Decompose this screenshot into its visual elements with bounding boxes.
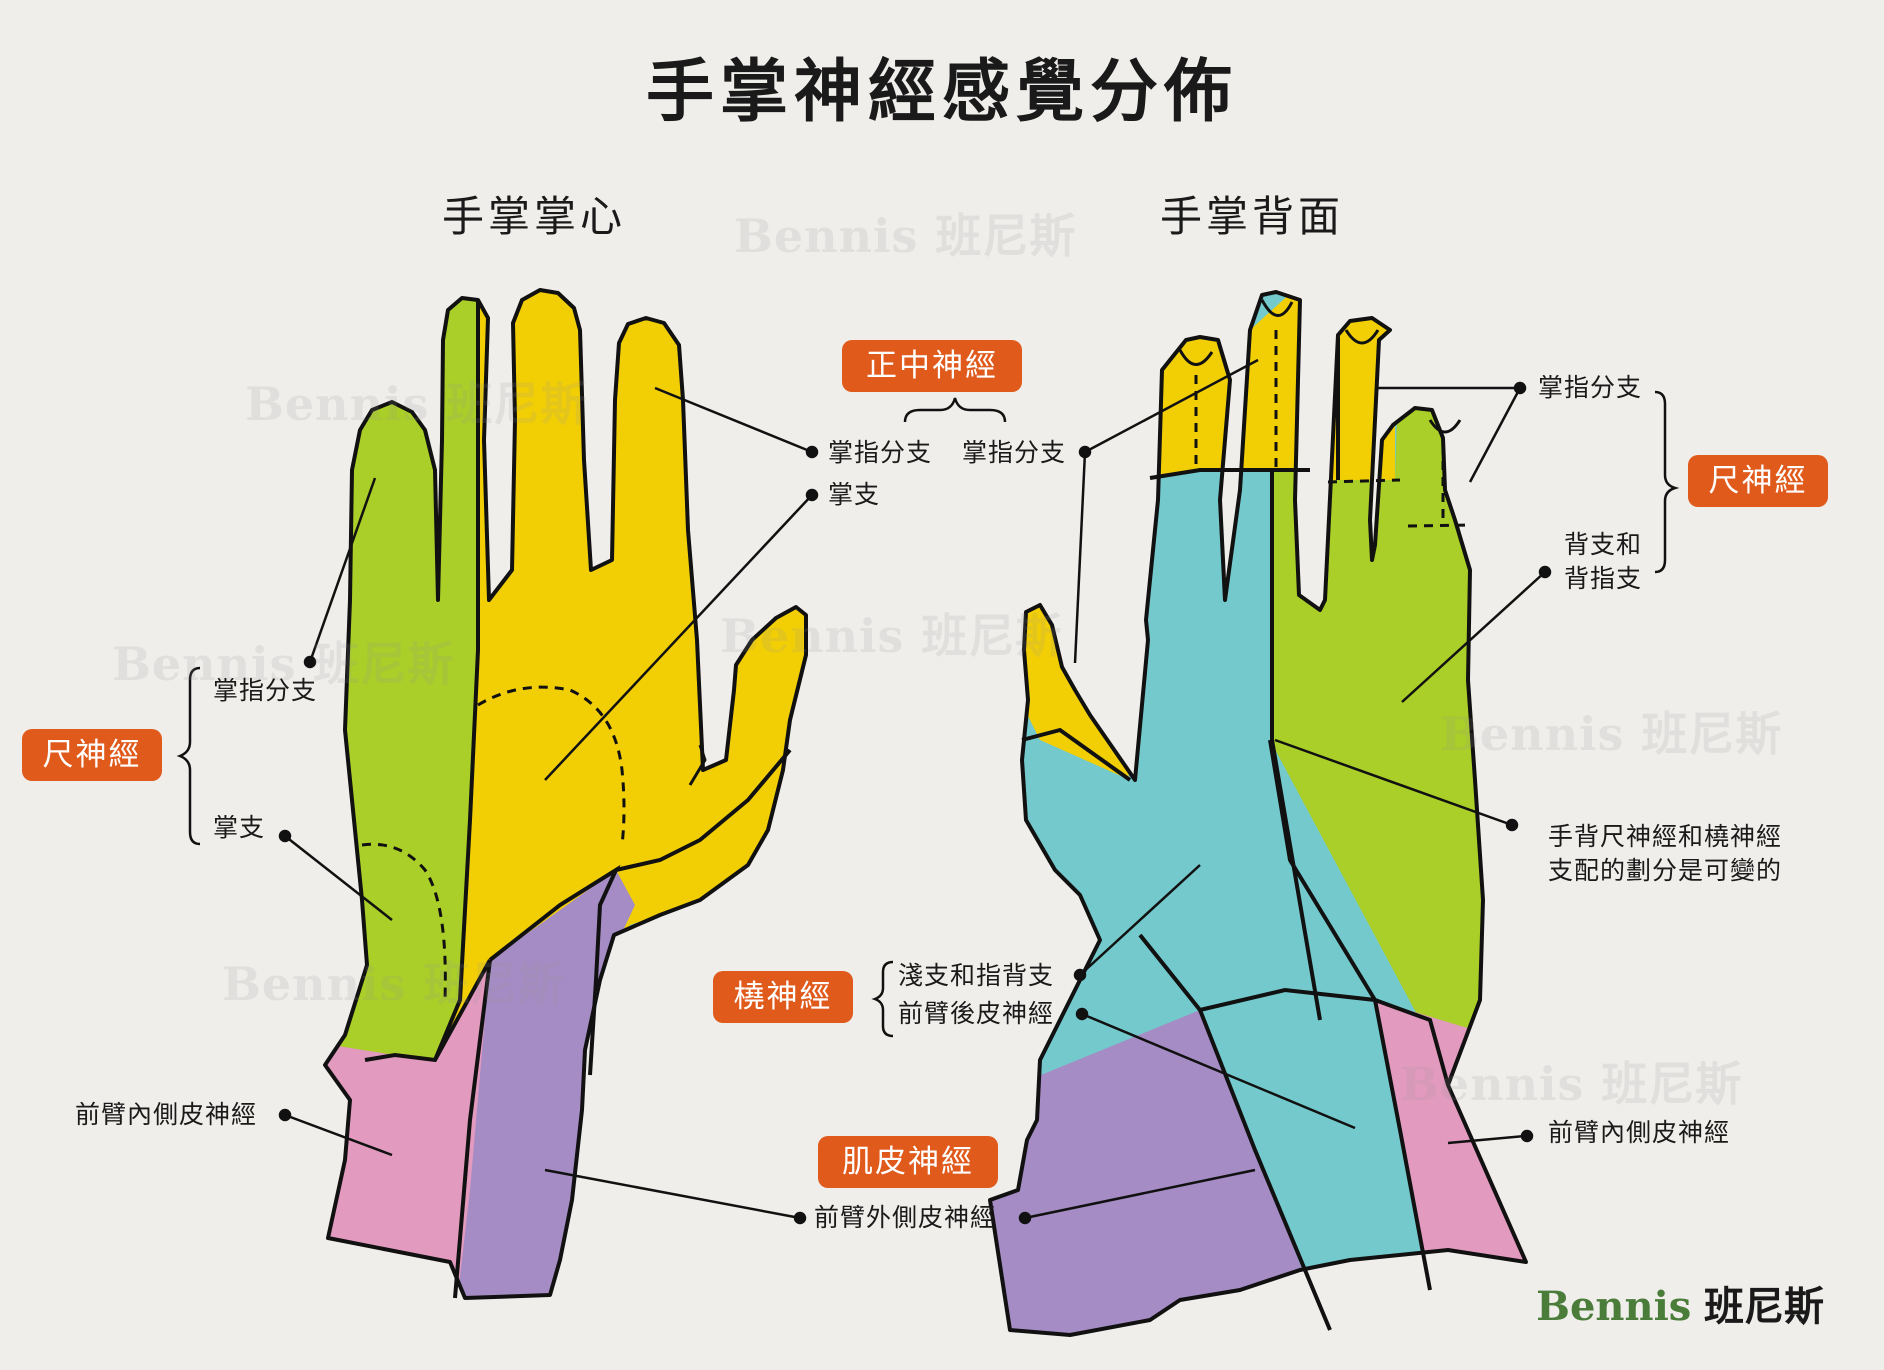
label-radial-posterior: 前臂後皮神經 [898,999,1055,1028]
watermark: Bennis 班尼斯 [222,957,565,1011]
dorsum-index-tip-border [1149,468,1240,480]
leader-medial-cutaneous-left [284,1113,393,1157]
leader-lateral-cutaneous-left [544,1168,801,1220]
leader-lines [278,358,1552,1225]
label-ulnar-dorsal-2: 背指支 [1564,564,1643,593]
leader-median-thumb-right [1073,451,1087,664]
dorsum-forearm-divider-a [1198,1009,1332,1331]
leader-variable [1274,738,1513,827]
leader-ulnar-dorsal [1401,571,1546,703]
dorsum-forearm-border [1138,933,1450,1086]
leader-ulnar-palmar-left [284,835,393,921]
label-ulnar-digital-left: 掌指分支 [213,676,318,705]
palm-median-palmar-zone [477,685,626,846]
badge-radial-nerve: 橈神經 [713,971,853,1023]
dorsum-posterior-cutaneous-region [1200,990,1430,1320]
dot-lateral-cutaneous-left [793,1211,807,1225]
watermark: Bennis 班尼斯 [112,637,455,691]
leader-ulnar-digital-right-b [1468,387,1522,483]
page-title: 手掌神經感覺分佈 [645,53,1238,132]
palm-outline [323,288,808,1300]
leader-medial-cutaneous-right [1447,1134,1526,1145]
dot-medial-cutaneous-right [1520,1129,1534,1143]
palm-ulnar-median-border [433,300,480,1061]
badge-ulnar-nerve-left: 尺神經 [22,729,162,781]
leader-lateral-cutaneous-right [1024,1168,1256,1220]
median-bracket [903,397,1007,423]
logo-cjk: 班尼斯 [1704,1284,1824,1330]
dot-radial-posterior [1075,1007,1089,1021]
label-median-digital-left: 掌指分支 [828,438,933,467]
dorsum-forearm-divider-b [1373,999,1432,1291]
dorsum-outline [988,290,1528,1337]
label-ulnar-digital-right: 掌指分支 [1538,373,1643,402]
dot-median-digital-left [805,445,819,459]
leader-radial-superficial [1079,864,1201,976]
watermark: Bennis 班尼斯 [734,209,1077,263]
dot-radial-superficial [1073,968,1087,982]
dot-ulnar-digital-right [1513,381,1527,395]
palm-lateral-cutaneous-region [455,870,635,1298]
watermark: Bennis 班尼斯 [1440,707,1783,761]
badge-musculocutaneous-nerve: 肌皮神經 [818,1136,998,1188]
dorsum-index-nail [1178,349,1214,366]
label-variable-2: 支配的劃分是可變的 [1548,856,1783,885]
dorsum-middle-nail [1260,299,1294,317]
dot-ulnar-digital-left [303,655,317,669]
brackets [176,390,1680,1038]
ulnar-right-bracket [1654,390,1680,574]
dorsum-little-dashed [1407,523,1471,528]
dorsum-thumb-tip-border [1021,727,1132,782]
label-median-digital-right: 掌指分支 [962,438,1067,467]
label-medial-cutaneous-left: 前臂內側皮神經 [75,1100,258,1129]
watermark: Bennis 班尼斯 [245,377,588,431]
palm-radial-border [488,864,621,1076]
dorsum-ring-nail [1344,329,1380,345]
leader-radial-posterior [1081,1012,1356,1130]
palm-thumb-crease [688,744,707,786]
label-radial-superficial: 淺支和指背支 [898,961,1055,990]
watermark: Bennis 班尼斯 [1400,1057,1743,1111]
dorsum-radial-ulnar-lower-border [1268,739,1377,1002]
dot-variable [1505,818,1519,832]
badge-ulnar-nerve-right: 尺神經 [1688,455,1828,507]
palm-thenar-border [615,748,792,872]
leader-median-digital-left [654,386,813,454]
leader-median-palmar [544,494,813,781]
badge-median-nerve: 正中神經 [842,340,1022,392]
dot-medial-cutaneous-left [278,1108,292,1122]
leader-ulnar-digital-left [308,477,377,663]
watermark: Bennis 班尼斯 [720,609,1063,663]
palm-forearm-divider [453,959,492,1299]
dot-median-palmar [805,488,819,502]
dot-lateral-cutaneous-right [1018,1211,1032,1225]
label-variable-1: 手背尺神經和橈神經 [1548,822,1783,851]
dorsum-lateral-cutaneous-region [990,1010,1330,1335]
ulnar-left-bracket [176,666,201,846]
brand-logo: Bennis 班尼斯 [1536,1274,1824,1332]
label-median-palmar: 掌支 [828,480,881,509]
logo-latin: Bennis [1536,1283,1692,1330]
dorsum-ring-dashed [1327,478,1401,484]
label-medial-cutaneous-right: 前臂內側皮神經 [1548,1118,1731,1147]
radial-bracket [871,960,894,1038]
dot-ulnar-palmar-left [278,829,292,843]
dorsum-little-nail [1428,419,1462,434]
label-ulnar-dorsal-1: 背支和 [1564,530,1643,559]
label-lateral-cutaneous: 前臂外側皮神經 [814,1203,997,1232]
leader-median-digital-right [1084,358,1259,454]
label-ulnar-palmar-left: 掌支 [213,813,266,842]
dorsum-title: 手掌背面 [1160,192,1345,241]
dot-ulnar-dorsal [1538,565,1552,579]
palm-forearm-border [364,959,492,1063]
palm-title: 手掌掌心 [442,192,627,241]
